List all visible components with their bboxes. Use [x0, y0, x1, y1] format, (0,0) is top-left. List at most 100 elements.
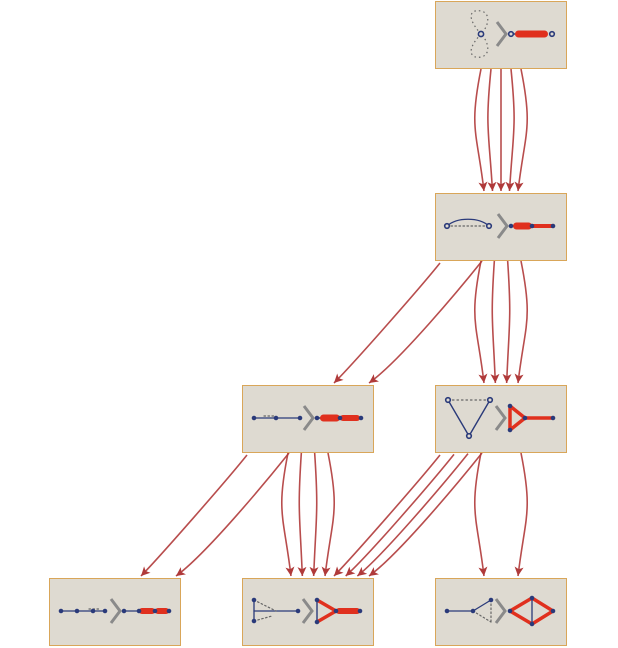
edge-arrow	[474, 260, 488, 384]
edge-arrow	[514, 68, 528, 192]
self-loop-rule-icon	[470, 10, 556, 58]
vertex	[358, 415, 364, 421]
vertex	[529, 223, 535, 229]
red-edge	[340, 415, 360, 421]
vertex	[529, 621, 535, 627]
state-node-n4[interactable]	[435, 385, 567, 453]
arc-rule-icon	[443, 213, 556, 239]
vertex	[314, 619, 320, 625]
path-rule-icon	[251, 405, 364, 431]
edge-arrow	[490, 260, 500, 384]
edge-arrow	[333, 262, 441, 384]
edge-arrow	[140, 454, 248, 577]
chevron-right-icon	[301, 598, 314, 624]
vertex	[251, 415, 257, 421]
graph-edge	[530, 609, 555, 626]
chevron-right-icon	[302, 405, 315, 431]
red-edge	[532, 224, 552, 228]
red-edge	[513, 222, 532, 230]
vertex	[507, 30, 515, 38]
vertex	[488, 597, 494, 603]
vertex	[550, 415, 556, 421]
state-node-n7[interactable]	[435, 578, 567, 646]
edge-n2-n4	[474, 260, 528, 384]
edge-arrow	[321, 452, 335, 577]
chevron-right-icon	[496, 213, 509, 239]
vertex	[314, 415, 320, 421]
edge-n4-n6	[333, 452, 483, 577]
vertex	[508, 223, 514, 229]
edge-arrow	[487, 68, 497, 192]
edge-n4-n7	[474, 452, 528, 577]
vertex	[550, 223, 556, 229]
vertex	[522, 415, 528, 421]
chevron-right-icon	[495, 21, 508, 47]
triangle-rule-icon	[444, 396, 556, 440]
graph-edge	[530, 596, 555, 613]
graph-edge	[508, 609, 534, 626]
vertex	[90, 608, 96, 614]
nodes-layer	[49, 1, 567, 646]
vertex	[444, 608, 450, 614]
edge-arrow	[333, 454, 441, 577]
vertex	[273, 415, 279, 421]
red-edge	[155, 608, 169, 614]
vertex	[337, 415, 343, 421]
vertex	[121, 608, 127, 614]
red-edge	[139, 608, 155, 614]
graph-edge	[472, 599, 492, 612]
vertex	[550, 608, 556, 614]
edge-n3-n6	[281, 452, 335, 577]
vertex	[548, 30, 556, 38]
vertex	[443, 222, 451, 230]
graph-edge	[253, 599, 277, 612]
state-node-n5[interactable]	[49, 578, 181, 646]
edge-arrow	[175, 452, 290, 577]
triangle-path-rule-icon	[251, 597, 363, 625]
vertex	[485, 222, 493, 230]
vertex	[58, 608, 64, 614]
long-path-rule-icon	[58, 598, 172, 624]
node-frame	[435, 578, 567, 646]
red-edge	[336, 608, 360, 614]
state-node-n3[interactable]	[242, 385, 374, 453]
edge-arrow	[514, 452, 528, 577]
state-node-n2[interactable]	[435, 193, 567, 261]
red-edge	[320, 414, 340, 422]
edges-layer	[140, 68, 528, 577]
vertex	[529, 595, 535, 601]
graph-edge	[446, 218, 490, 227]
vertex	[166, 608, 172, 614]
edge-n2-n3	[333, 260, 483, 384]
red-edge	[508, 404, 527, 432]
vertex	[74, 608, 80, 614]
vertex	[507, 608, 513, 614]
state-node-n1[interactable]	[435, 1, 567, 69]
vertex	[314, 597, 320, 603]
edge-arrow	[297, 452, 307, 577]
graph-edge	[447, 399, 470, 437]
vertex	[297, 415, 303, 421]
vertex	[152, 608, 158, 614]
graph-edge	[472, 610, 492, 623]
diamond-rule-icon	[444, 595, 556, 627]
graph-edge	[468, 399, 491, 437]
chevron-right-icon	[494, 405, 507, 431]
vertex	[444, 396, 452, 404]
edge-arrow	[356, 453, 469, 577]
vertex	[295, 608, 301, 614]
red-edge	[515, 30, 548, 38]
state-node-n6[interactable]	[242, 578, 374, 646]
vertex	[357, 608, 363, 614]
vertex	[486, 396, 494, 404]
edge-arrow	[309, 452, 319, 577]
edge-arrow	[368, 452, 483, 577]
edge-arrow	[505, 68, 515, 192]
vertex	[477, 30, 485, 38]
vertex	[507, 403, 513, 409]
graph-edge	[508, 596, 534, 613]
edge-arrow	[474, 452, 488, 577]
edge-arrow	[368, 260, 483, 384]
